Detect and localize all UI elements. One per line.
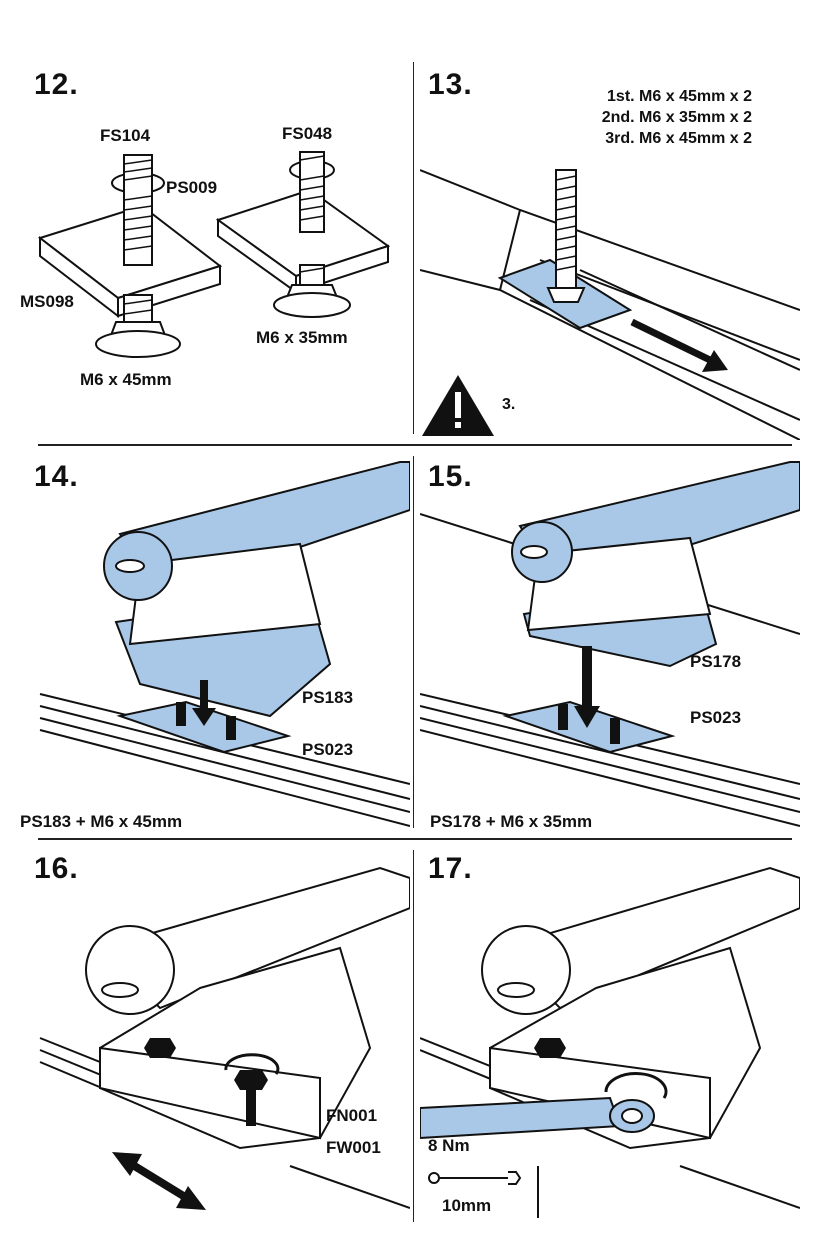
step-12-panel: 12. FS104 FS048 PS009 MS098 M6 x 35mm M6… [20,60,410,440]
step-13-panel: 13. 1st. M6 x 45mm x 2 2nd. M6 x 35mm x … [420,60,800,440]
label-fn001: FN001 [326,1106,378,1125]
warning-triangle-icon [422,375,494,436]
step-16-number: 16. [34,852,79,885]
horizontal-divider-2 [38,838,792,840]
label-ms098: MS098 [20,292,74,311]
spec-line-3: 3rd. M6 x 45mm x 2 [605,130,752,147]
down-arrow-icon [192,680,216,726]
label-ps178: PS178 [690,652,742,671]
label-ps023: PS023 [690,708,742,727]
step-17-illustration [420,866,800,1218]
slide-arrow-icon [630,318,728,372]
warning-label: 3. [502,396,516,413]
step-15-number: 15. [428,460,473,493]
label-fs104: FS104 [100,126,151,145]
step-13-number: 13. [428,68,473,101]
step-14-caption: PS183 + M6 x 45mm [20,812,183,831]
vertical-divider-bottom [413,850,414,1222]
step-17-number: 17. [428,852,473,885]
step-14-panel: 14. PS183 PS023 PS183 + M6 x 45mm [20,454,410,834]
label-ps183: PS183 [302,688,354,707]
step-14-number: 14. [34,460,79,493]
label-m6x45: M6 x 45mm [80,370,172,389]
step-13-spec: 1st. M6 x 45mm x 2 2nd. M6 x 35mm x 2 3r… [602,86,752,149]
rotate-icon [224,1053,280,1075]
step-15-panel: 15. PS178 PS023 PS178 + M6 x 35mm [420,454,800,834]
spec-line-1: 1st. M6 x 45mm x 2 [607,88,752,105]
step-15-caption: PS178 + M6 x 35mm [430,812,593,831]
step-16-illustration [39,866,410,1210]
step-16-panel: 16. FN001 FW001 [20,848,410,1228]
step-15-illustration [420,461,800,827]
slide-arrow-icon [112,1152,206,1210]
down-arrow-icon [574,646,600,728]
step-14-illustration [39,461,410,827]
vertical-divider-top [413,62,414,434]
label-fs048: FS048 [282,124,333,143]
step-12-illustration [37,151,391,358]
step-12-number: 12. [34,68,79,101]
step-17-panel: 17. 8 Nm 10mm [420,848,800,1228]
wrench-size-label: 10mm [442,1196,492,1215]
label-ps023: PS023 [302,740,354,759]
spec-line-2: 2nd. M6 x 35mm x 2 [601,109,752,126]
wrench-icon [428,1171,522,1185]
label-fw001: FW001 [326,1138,381,1157]
step-13-illustration [420,169,800,440]
label-m6x35: M6 x 35mm [256,328,348,347]
horizontal-divider-1 [38,444,792,446]
torque-label: 8 Nm [428,1136,470,1155]
vertical-divider-mid [413,456,414,828]
label-ps009: PS009 [166,178,218,197]
